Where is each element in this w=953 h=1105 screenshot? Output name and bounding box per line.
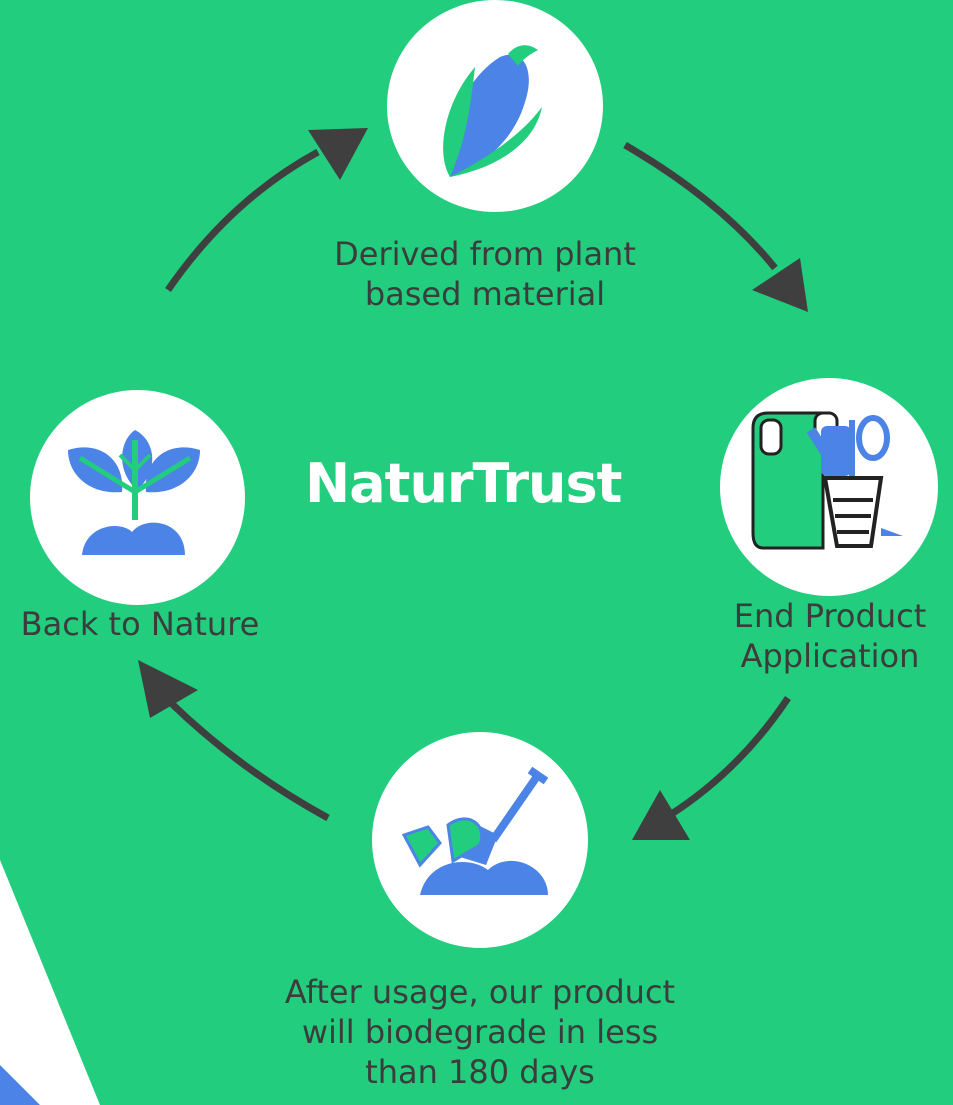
arrowhead — [308, 128, 368, 180]
arrowhead — [632, 790, 690, 840]
step-label-usage: After usage, our product will biodegrade… — [284, 973, 676, 1091]
arrow-derived-to-product — [623, 141, 778, 271]
shovel-soil-icon — [401, 766, 549, 895]
arrow-product-to-usage — [668, 696, 791, 818]
arrow-back-to-derived — [165, 148, 320, 292]
corn-icon — [443, 45, 542, 177]
step-label-nature: Back to Nature — [20, 605, 260, 643]
step-label-derived: Derived from plant based material — [334, 235, 636, 313]
arrow-usage-to-nature — [167, 699, 330, 822]
arrowhead — [752, 258, 808, 312]
sprout-icon — [68, 430, 200, 555]
products-icon — [751, 411, 903, 550]
step-label-product: End Product Application — [733, 597, 927, 675]
arrowhead — [138, 660, 198, 718]
brand-logo: NaturTrust — [305, 452, 622, 515]
